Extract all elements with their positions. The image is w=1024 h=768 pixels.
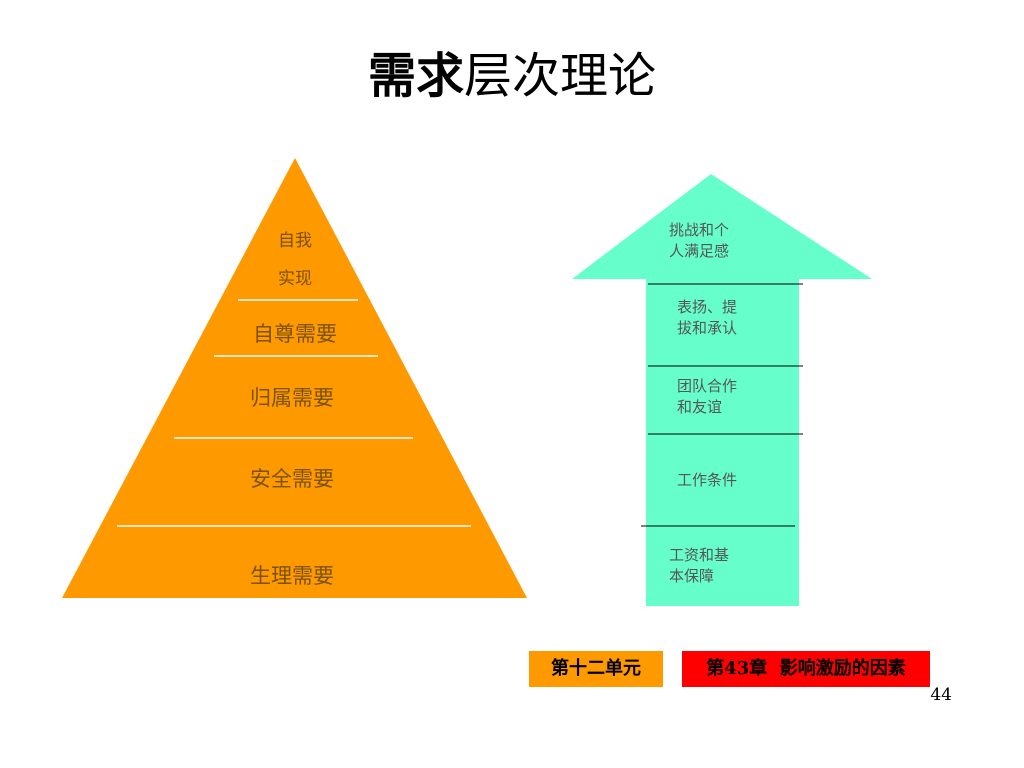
pyramid-level-1-line2: 实现 bbox=[278, 269, 312, 289]
title-bold-part: 需求 bbox=[367, 48, 464, 104]
unit-tag-bg bbox=[529, 651, 663, 687]
arrow-item-2-line1: 表扬、提 bbox=[677, 298, 738, 316]
arrow-item-5-line2: 本保障 bbox=[669, 567, 715, 585]
pyramid-shape bbox=[62, 158, 527, 598]
pyramid-level-physiological: 生理需要 bbox=[250, 564, 334, 588]
pyramid-level-1-line1: 自我 bbox=[278, 231, 312, 251]
pyramid-level-belonging: 归属需要 bbox=[250, 386, 334, 410]
page-title: 需求层次理论 bbox=[0, 52, 1024, 100]
arrow-item-wages: 工资和基 本保障 bbox=[669, 545, 729, 587]
arrow-item-1-line2: 人满足感 bbox=[669, 242, 730, 260]
arrow-item-praise: 表扬、提 拔和承认 bbox=[677, 297, 737, 339]
arrow-item-challenge: 挑战和个 人满足感 bbox=[669, 220, 729, 262]
pyramid-level-self-actualization: 自我 实现 bbox=[245, 222, 345, 298]
arrow-shaft bbox=[646, 279, 799, 606]
arrow-head bbox=[572, 174, 872, 279]
arrow-item-working-conditions: 工作条件 bbox=[677, 470, 737, 491]
arrow-item-teamwork: 团队合作 和友谊 bbox=[677, 376, 737, 418]
arrow-item-1-line1: 挑战和个 bbox=[669, 221, 730, 239]
pyramid-level-safety: 安全需要 bbox=[250, 467, 334, 491]
arrow-item-4-line1: 工作条件 bbox=[677, 471, 738, 489]
arrow-item-2-line2: 拔和承认 bbox=[677, 319, 738, 337]
chapter-tag-bg bbox=[682, 651, 930, 687]
chapter-tag: 第43章 影响激励的因素 bbox=[706, 658, 906, 679]
unit-tag: 第十二单元 bbox=[551, 658, 641, 679]
pyramid-level-esteem: 自尊需要 bbox=[253, 322, 337, 346]
arrow-item-3-line1: 团队合作 bbox=[677, 377, 738, 395]
page-number: 44 bbox=[930, 685, 952, 705]
arrow-item-3-line2: 和友谊 bbox=[677, 398, 723, 416]
arrow-item-5-line1: 工资和基 bbox=[669, 546, 730, 564]
title-regular-part: 层次理论 bbox=[464, 48, 657, 104]
